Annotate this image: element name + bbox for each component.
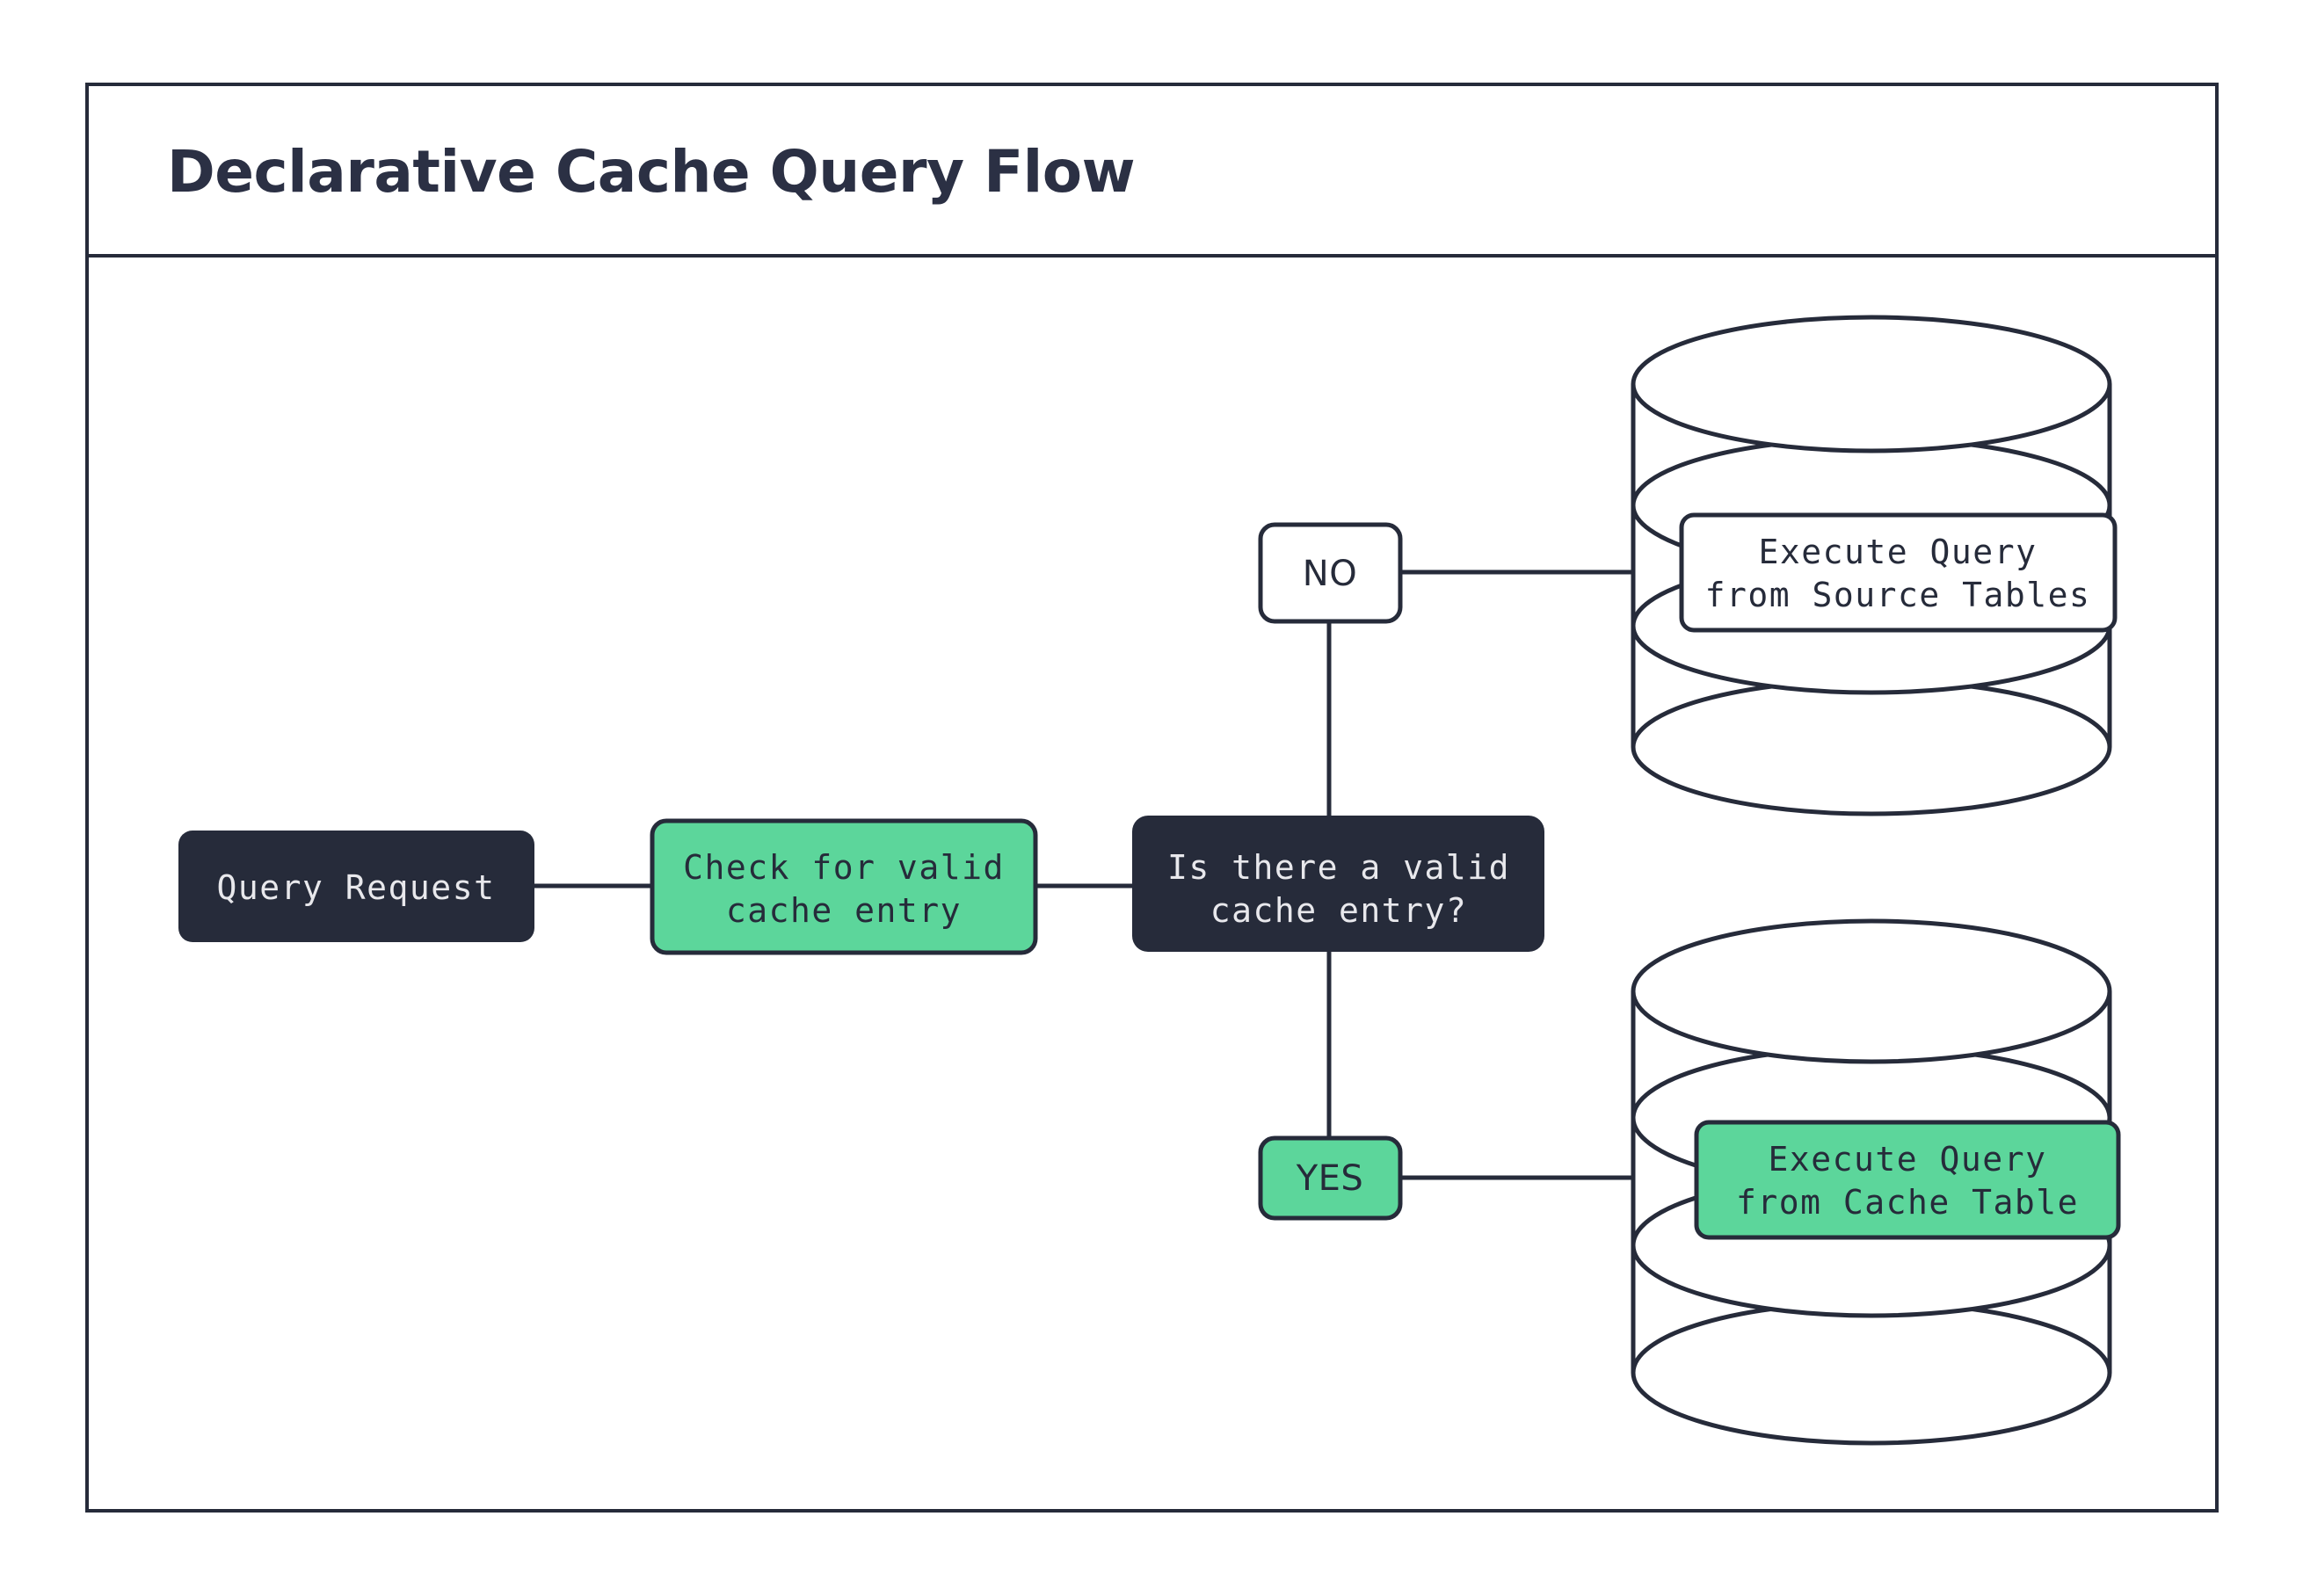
- decision-box: [1132, 816, 1544, 952]
- cache-db-label-line2: from Cache Table: [1736, 1183, 2079, 1222]
- page-title: Declarative Cache Query Flow: [167, 138, 1135, 206]
- source-db-disc-3: [1631, 678, 2112, 816]
- cache-db-label-plate: [1694, 1120, 2121, 1240]
- node-check-cache[interactable]: Check for valid cache entry: [650, 818, 1038, 955]
- source-database-cylinder[interactable]: Execute Query from Source Tables: [1631, 315, 2118, 816]
- no-branch-box: [1258, 522, 1403, 624]
- cache-db-label-line1: Execute Query: [1769, 1140, 2047, 1179]
- query-request-box: [178, 831, 534, 942]
- node-decision[interactable]: Is there a valid cache entry?: [1132, 816, 1544, 952]
- decision-label-line1: Is there a valid: [1167, 848, 1510, 887]
- source-db-top-disc: [1631, 315, 2112, 453]
- check-cache-box: [650, 818, 1038, 955]
- check-cache-label-line1: Check for valid: [683, 848, 1005, 887]
- yes-branch-label: YES: [1296, 1158, 1364, 1199]
- branch-label-no[interactable]: NO: [1258, 522, 1403, 624]
- diagram-frame: [85, 83, 2219, 1513]
- no-branch-label: NO: [1303, 554, 1357, 594]
- source-db-label-line2: from Source Tables: [1705, 576, 2091, 614]
- yes-branch-box: [1258, 1135, 1403, 1221]
- node-query-request[interactable]: Query Request: [178, 831, 534, 942]
- cache-db-top-disc: [1631, 918, 2112, 1064]
- cache-database-cylinder[interactable]: Execute Query from Cache Table: [1631, 918, 2121, 1446]
- query-request-label: Query Request: [217, 868, 496, 907]
- branch-label-yes[interactable]: YES: [1258, 1135, 1403, 1221]
- source-db-label-line1: Execute Query: [1759, 533, 2038, 571]
- source-db-label-plate: [1679, 512, 2118, 633]
- cache-db-disc-3: [1631, 1300, 2112, 1446]
- decision-label-line2: cache entry?: [1210, 891, 1468, 930]
- check-cache-label-line2: cache entry: [726, 891, 962, 930]
